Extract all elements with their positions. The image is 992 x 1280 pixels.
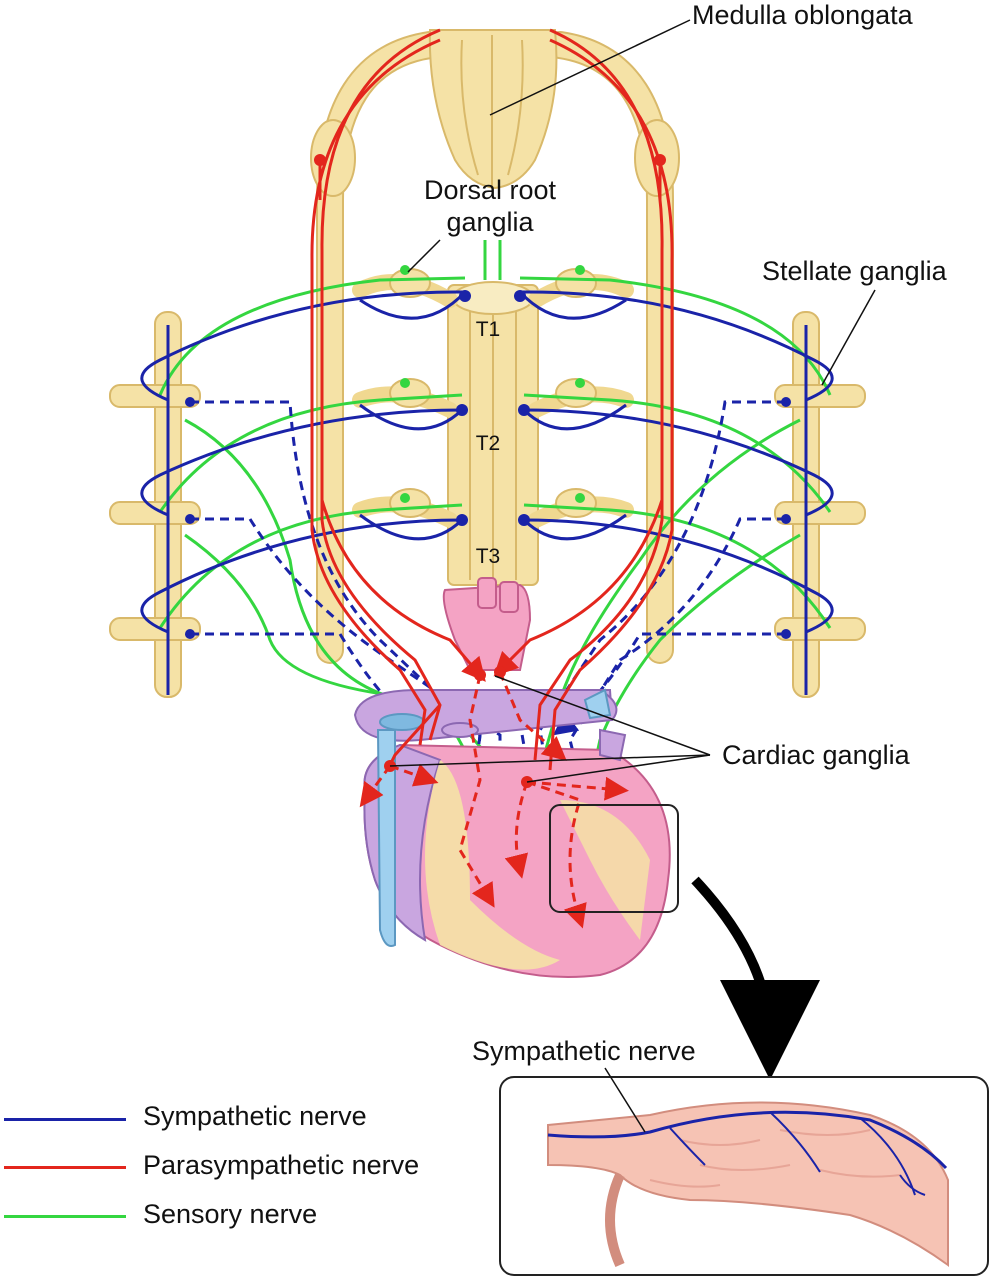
sympathetic-chain-left	[109, 311, 201, 698]
leader-lines	[389, 19, 876, 1133]
heart	[353, 577, 671, 978]
heart-region-highlight	[549, 804, 679, 913]
legend-line-parasympathetic	[4, 1166, 126, 1169]
inset-panel	[499, 1076, 989, 1276]
legend-line-sensory	[4, 1215, 126, 1218]
label-medulla-oblongata: Medulla oblongata	[692, 0, 914, 30]
medulla-oblongata	[428, 29, 558, 190]
legend-label-sensory: Sensory nerve	[143, 1199, 318, 1229]
label-cardiac-ganglia: Cardiac ganglia	[722, 740, 911, 770]
label-dorsal-root-line1: Dorsal root	[424, 175, 557, 205]
legend-label-parasympathetic: Parasympathetic nerve	[143, 1150, 420, 1180]
legend-label-sympathetic: Sympathetic nerve	[143, 1101, 367, 1131]
label-stellate-ganglia: Stellate ganglia	[762, 256, 948, 286]
zoom-arrow	[691, 876, 820, 1080]
inset-cardiac-muscle	[547, 1101, 949, 1267]
label-t1: T1	[476, 318, 501, 341]
label-t2: T2	[476, 432, 501, 455]
label-inset-sympathetic: Sympathetic nerve	[472, 1036, 696, 1066]
sympathetic-preganglionic	[140, 290, 834, 695]
label-t3: T3	[476, 545, 501, 568]
spinal-cord	[447, 281, 539, 586]
label-dorsal-root-line2: ganglia	[446, 207, 534, 237]
sympathetic-chain-right	[774, 311, 866, 698]
legend-line-sympathetic	[4, 1118, 126, 1121]
inset-sympathetic-fiber	[547, 1110, 948, 1196]
